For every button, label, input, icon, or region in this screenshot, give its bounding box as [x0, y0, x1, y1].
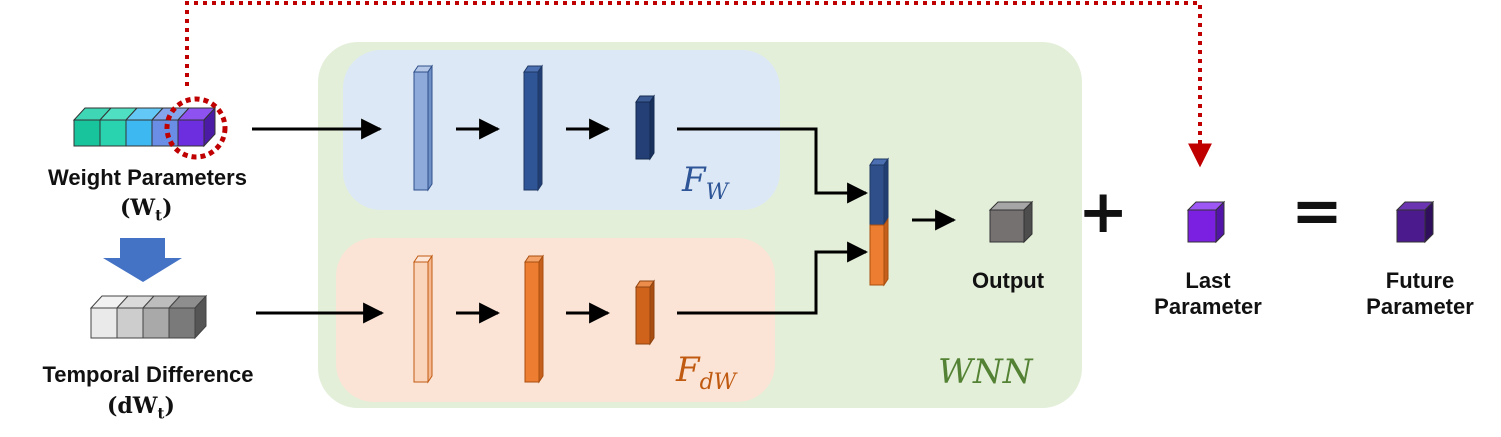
weight-cube-4 — [150, 107, 191, 147]
last-weight-highlight — [164, 96, 228, 160]
fdw-merge-arrow — [677, 241, 869, 315]
fw-merge-arrow — [677, 127, 869, 204]
last-parameter-line-2: Parameter — [1154, 294, 1262, 320]
last-parameter-cube — [1186, 200, 1226, 244]
fw-layer-2 — [523, 64, 543, 192]
last-parameter-line-1: Last — [1185, 268, 1231, 293]
temporal-cube-1 — [89, 295, 130, 339]
fdw-region — [336, 238, 775, 402]
fdw-region-label: FdW — [676, 350, 737, 395]
weight-cube-2 — [98, 107, 139, 147]
temporal-difference-label: Temporal Difference — [42, 362, 254, 387]
temporal-cube-2 — [115, 295, 156, 339]
fdw-layer-1 — [413, 254, 433, 384]
temporal-symbol-label: (dWt) — [107, 393, 175, 423]
wnn-region-label: WNN — [938, 352, 1033, 392]
weight-cube-3 — [124, 107, 165, 147]
weight-parameters-cubes — [72, 106, 217, 148]
fw-region — [343, 50, 780, 210]
concat-layer — [869, 157, 889, 287]
fdw-layer-3 — [635, 279, 655, 346]
temporal-cube-3 — [141, 295, 182, 339]
weight-symbol-label: (Wt) — [120, 195, 173, 225]
fw-region-label: FW — [682, 160, 729, 205]
fdw-layer-2 — [524, 254, 544, 384]
output-cube — [988, 200, 1034, 244]
future-parameter-cube — [1395, 200, 1435, 244]
weight-cube-5 — [176, 106, 217, 148]
output-label: Output — [971, 268, 1045, 293]
future-parameter-line-2: Parameter — [1366, 294, 1474, 320]
plus-operator: + — [1078, 177, 1129, 247]
future-parameter-label: Future Parameter — [1350, 268, 1490, 321]
equals-operator: = — [1291, 174, 1343, 247]
down-arrow — [103, 238, 182, 282]
weight-parameters-label: Weight Parameters — [48, 165, 247, 190]
temporal-cube-4 — [167, 294, 208, 340]
last-parameter-label: Last Parameter — [1138, 268, 1278, 321]
fw-layer-1 — [413, 64, 433, 192]
temporal-difference-cubes — [89, 294, 208, 340]
future-parameter-line-1: Future — [1385, 268, 1455, 293]
fw-layer-3 — [635, 94, 655, 161]
